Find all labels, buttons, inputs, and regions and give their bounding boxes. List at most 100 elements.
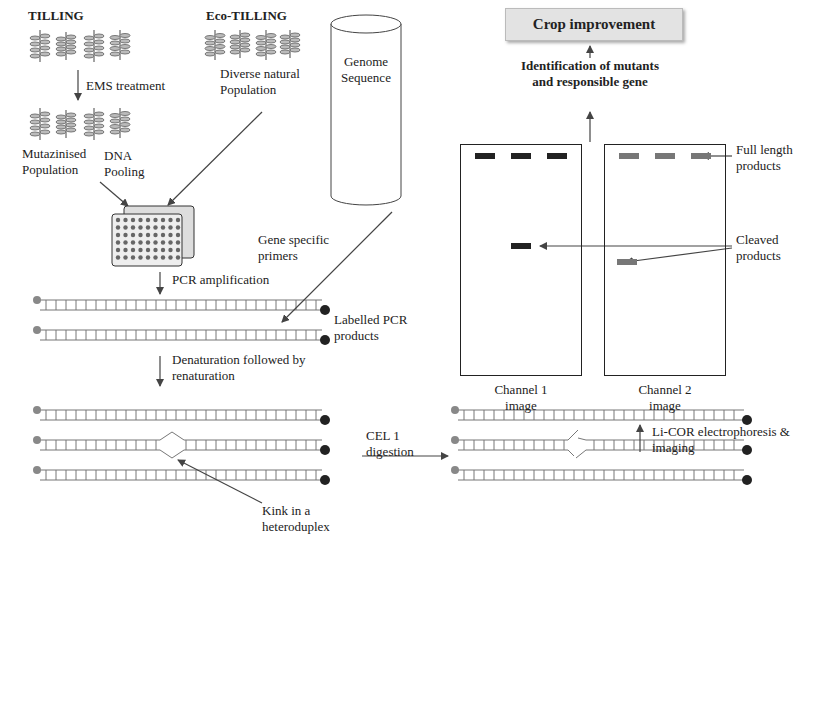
stroke [474,440,475,450]
stroke [66,128,76,132]
label: Gene specific primers [258,232,338,263]
stroke [146,330,147,340]
stroke [206,330,207,340]
label-dot [33,406,41,414]
stroke [116,218,120,222]
stroke [120,112,130,116]
stroke [116,240,120,244]
stroke [256,330,257,340]
stroke [236,300,237,310]
stroke [116,233,120,237]
stroke [136,300,137,310]
stroke [126,300,127,310]
stroke [306,300,307,310]
stroke [116,255,120,259]
label-dot [320,305,330,315]
stroke [290,38,300,42]
stroke [216,410,217,420]
stroke [40,130,50,134]
stroke [40,340,322,341]
stroke [534,440,535,450]
stroke [286,330,287,340]
stroke [494,410,495,420]
full-length-band [691,153,711,159]
stroke [86,330,87,340]
stroke [153,255,157,259]
label: Denaturation followed by renaturation [172,352,312,383]
label-dot [451,466,459,474]
stroke [634,410,635,420]
stroke [110,119,120,123]
stroke [196,440,197,450]
label: Kink in a heteroduplex [262,503,342,534]
stroke [123,255,127,259]
stroke [215,45,225,49]
stroke [684,470,685,480]
stroke [131,218,135,222]
gel-panel: Channel 2 image [604,144,726,414]
stroke [96,300,97,310]
stroke [138,225,142,229]
stroke [66,35,76,39]
label: Cleaved products [736,232,816,263]
stroke [131,248,135,252]
stroke [136,470,137,480]
stroke [40,330,322,331]
stroke [116,410,117,420]
stroke [120,50,130,54]
label-dot [320,415,330,425]
stroke [176,330,177,340]
stroke [96,330,97,340]
stroke [276,470,277,480]
stroke [724,410,725,420]
stroke [226,300,227,310]
stroke [196,410,197,420]
stroke [66,40,76,44]
stroke [106,440,107,450]
stroke [286,410,287,420]
stroke [40,420,322,421]
stroke [266,330,267,340]
stroke [116,330,117,340]
stroke [116,470,117,480]
stroke [256,300,257,310]
stroke [674,470,675,480]
label-dot [451,406,459,414]
stroke [280,35,290,39]
stroke [276,300,277,310]
stroke [256,410,257,420]
full-length-band [475,153,495,159]
stroke [594,440,595,450]
label-dot [320,475,330,485]
stroke [714,410,715,420]
stroke [724,470,725,480]
stroke [296,330,297,340]
stroke [84,36,94,40]
stroke [120,39,130,43]
stroke [226,470,227,480]
stroke [290,48,300,52]
stroke [40,410,322,411]
stroke [544,410,545,420]
stroke [734,410,735,420]
stroke [166,330,167,340]
stroke [266,440,267,450]
stroke [106,410,107,420]
stroke [30,48,40,52]
stroke [704,440,705,450]
stroke [131,233,135,237]
stroke [624,440,625,450]
stroke [66,113,76,117]
stroke [153,225,157,229]
stroke [564,410,565,420]
stroke [290,43,300,47]
stroke [734,440,735,450]
stroke [544,440,545,450]
stroke [86,410,87,420]
stroke [84,48,94,52]
stroke [56,120,66,124]
plate [112,206,194,266]
stroke [66,470,67,480]
stroke [96,440,97,450]
stroke [176,248,180,252]
